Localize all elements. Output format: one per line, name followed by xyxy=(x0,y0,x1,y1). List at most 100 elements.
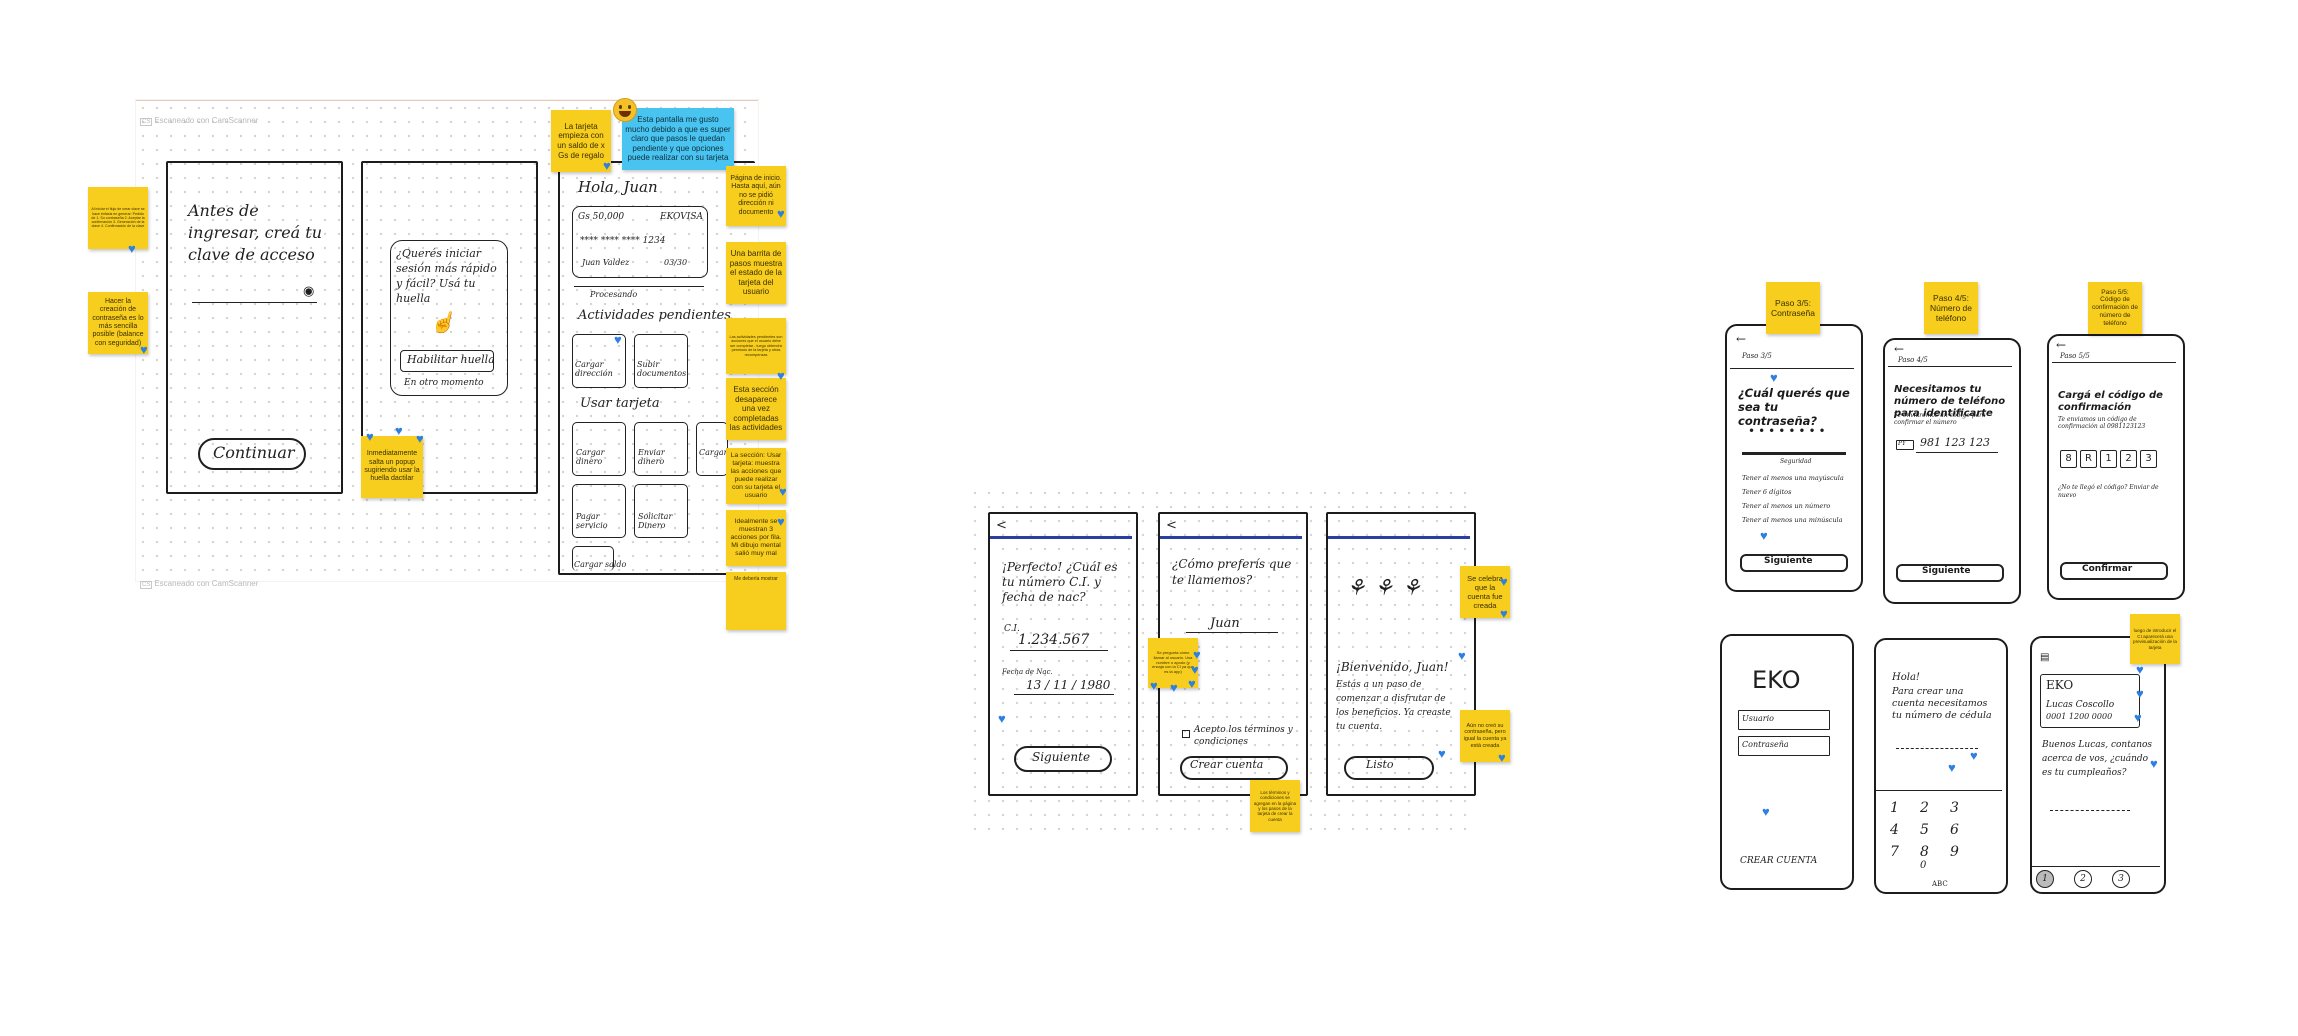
done-button[interactable] xyxy=(1344,756,1434,780)
use-card-item[interactable] xyxy=(572,546,614,571)
back-arrow-icon[interactable]: ← xyxy=(1736,332,1747,346)
tab-item[interactable]: 3 xyxy=(2112,870,2130,888)
back-arrow-icon[interactable]: < xyxy=(1166,518,1177,533)
heart-reaction-icon[interactable] xyxy=(777,208,789,220)
heart-reaction-icon[interactable] xyxy=(1193,649,1205,661)
sticky-note[interactable]: Una barrita de pasos muestra el estado d… xyxy=(726,242,786,304)
heart-reaction-icon[interactable] xyxy=(1150,680,1162,692)
heart-reaction-icon[interactable] xyxy=(2136,688,2148,700)
code-digit-box[interactable]: 1 xyxy=(2100,450,2117,468)
dob-value[interactable]: 13 / 11 / 1980 xyxy=(1026,678,1111,692)
sticky-note-blue[interactable]: Esta pantalla me gusto mucho debido a qu… xyxy=(622,108,734,170)
heart-reaction-icon[interactable] xyxy=(1970,750,1982,762)
keypad-key[interactable]: 4 xyxy=(1890,822,1899,838)
country-prefix[interactable] xyxy=(1896,440,1914,450)
sticky-note[interactable]: Página de inicio. Hasta aquí, aún no se … xyxy=(726,166,786,226)
code-digit-box[interactable]: R xyxy=(2080,450,2097,468)
heart-reaction-icon[interactable] xyxy=(1170,682,1182,694)
keypad-key[interactable]: 0 xyxy=(1920,860,1927,871)
heart-reaction-icon[interactable] xyxy=(614,334,626,346)
heart-reaction-icon[interactable] xyxy=(777,516,789,528)
heart-reaction-icon[interactable] xyxy=(1760,530,1772,542)
keypad-key[interactable]: 8 xyxy=(1920,844,1929,860)
heart-reaction-icon[interactable] xyxy=(2134,712,2146,724)
use-card-item[interactable] xyxy=(634,422,688,476)
heart-reaction-icon[interactable] xyxy=(603,160,615,172)
tab-item[interactable]: 1 xyxy=(2036,870,2054,888)
step-sticky-note[interactable]: Paso 3/5: Contraseña xyxy=(1766,282,1820,334)
heart-reaction-icon[interactable] xyxy=(366,431,378,443)
heart-reaction-icon[interactable] xyxy=(1188,678,1200,690)
sticky-note[interactable]: La tarjeta empieza con un saldo de x Gs … xyxy=(551,110,611,172)
heart-reaction-icon[interactable] xyxy=(1762,806,1774,818)
keypad-key[interactable]: 6 xyxy=(1950,822,1959,838)
heart-reaction-icon[interactable] xyxy=(1191,664,1203,676)
next-button[interactable] xyxy=(1014,746,1112,772)
sticky-note[interactable]: Hacer la creación de contraseña es lo má… xyxy=(88,292,148,354)
sticky-note[interactable]: Los términos y condiciones se agregan en… xyxy=(1250,780,1300,832)
use-card-item[interactable] xyxy=(572,484,626,538)
password-dots[interactable]: •••••••• xyxy=(1748,424,1829,438)
keypad-key[interactable]: 3 xyxy=(1950,800,1959,816)
next-button[interactable] xyxy=(1740,554,1848,572)
pending-item[interactable] xyxy=(634,334,688,388)
tab-item[interactable]: 2 xyxy=(2074,870,2092,888)
back-arrow-icon[interactable]: ← xyxy=(2056,338,2067,352)
heart-reaction-icon[interactable] xyxy=(1498,752,1510,764)
heart-reaction-icon[interactable] xyxy=(1770,372,1782,384)
heart-reaction-icon[interactable] xyxy=(128,243,140,255)
keypad-key[interactable]: 2 xyxy=(1920,800,1929,816)
heart-reaction-icon[interactable] xyxy=(777,370,789,382)
create-account-link[interactable]: CREAR CUENTA xyxy=(1740,856,1818,866)
heart-reaction-icon[interactable] xyxy=(1438,748,1450,760)
create-account-button[interactable] xyxy=(1180,756,1288,780)
next-button[interactable] xyxy=(1896,564,2004,582)
phone-number[interactable]: 981 123 123 xyxy=(1920,436,1990,449)
username-field[interactable] xyxy=(1738,710,1830,730)
heart-reaction-icon[interactable] xyxy=(2136,664,2148,676)
menu-icon[interactable]: ▤ xyxy=(2040,652,2050,663)
sticky-note[interactable]: luego de introducir el CI aparecerá una … xyxy=(2130,614,2180,664)
heart-reaction-icon[interactable] xyxy=(2150,758,2162,770)
code-digit-box[interactable]: 3 xyxy=(2140,450,2157,468)
enable-fingerprint-button[interactable] xyxy=(400,350,494,372)
back-arrow-icon[interactable]: < xyxy=(996,518,1007,533)
heart-reaction-icon[interactable] xyxy=(1458,650,1470,662)
confirm-button[interactable] xyxy=(2060,562,2168,580)
keypad-key[interactable]: 7 xyxy=(1890,844,1899,860)
step-sticky-note[interactable]: Paso 4/5: Número de teléfono xyxy=(1924,282,1978,334)
continue-button[interactable] xyxy=(198,438,306,470)
heart-reaction-icon[interactable] xyxy=(395,425,407,437)
password-field[interactable] xyxy=(1738,736,1830,756)
sticky-note[interactable]: La sección: Usar tarjeta: muestra las ac… xyxy=(726,448,786,504)
use-card-item[interactable] xyxy=(572,422,626,476)
sticky-note[interactable]: Inmediatamente salta un popup sugiriendo… xyxy=(361,436,423,498)
resend-code-link[interactable]: ¿No te llegó el código? Enviar de nuevo xyxy=(2058,484,2159,499)
heart-reaction-icon[interactable] xyxy=(998,713,1010,725)
use-card-item[interactable] xyxy=(634,484,688,538)
pending-item[interactable] xyxy=(572,334,626,388)
sticky-note[interactable]: Idealmente se muestran 3 acciones por fi… xyxy=(726,510,786,566)
back-arrow-icon[interactable]: ← xyxy=(1894,342,1905,356)
ci-value[interactable]: 1.234.567 xyxy=(1018,632,1090,648)
nickname-value[interactable]: Juan xyxy=(1210,616,1240,631)
heart-reaction-icon[interactable] xyxy=(140,344,152,356)
terms-checkbox[interactable] xyxy=(1182,730,1190,738)
later-link[interactable]: En otro momento xyxy=(404,378,484,388)
heart-reaction-icon[interactable] xyxy=(1500,576,1512,588)
heart-reaction-icon[interactable] xyxy=(779,486,791,498)
sticky-note[interactable]: Las actividades pendientes son acciones … xyxy=(726,318,786,374)
password-input-line[interactable] xyxy=(192,302,317,303)
keypad-key[interactable]: 5 xyxy=(1920,822,1929,838)
keypad-key[interactable]: 9 xyxy=(1950,844,1959,860)
sticky-note[interactable]: Al iniciar el flujo de crear clave se ha… xyxy=(88,187,148,249)
code-digit-box[interactable]: 2 xyxy=(2120,450,2137,468)
sticky-note[interactable]: Me debería mostrar xyxy=(726,572,786,630)
heart-reaction-icon[interactable] xyxy=(416,433,428,445)
step-sticky-note[interactable]: Paso 5/5: Código de confirmación de núme… xyxy=(2088,282,2142,334)
heart-reaction-icon[interactable] xyxy=(1500,608,1512,620)
code-digit-box[interactable]: 8 xyxy=(2060,450,2077,468)
keypad-key[interactable]: 1 xyxy=(1890,800,1899,816)
show-password-icon[interactable]: ◉ xyxy=(303,284,315,299)
sticky-note[interactable]: Esta sección desaparece una vez completa… xyxy=(726,378,786,440)
